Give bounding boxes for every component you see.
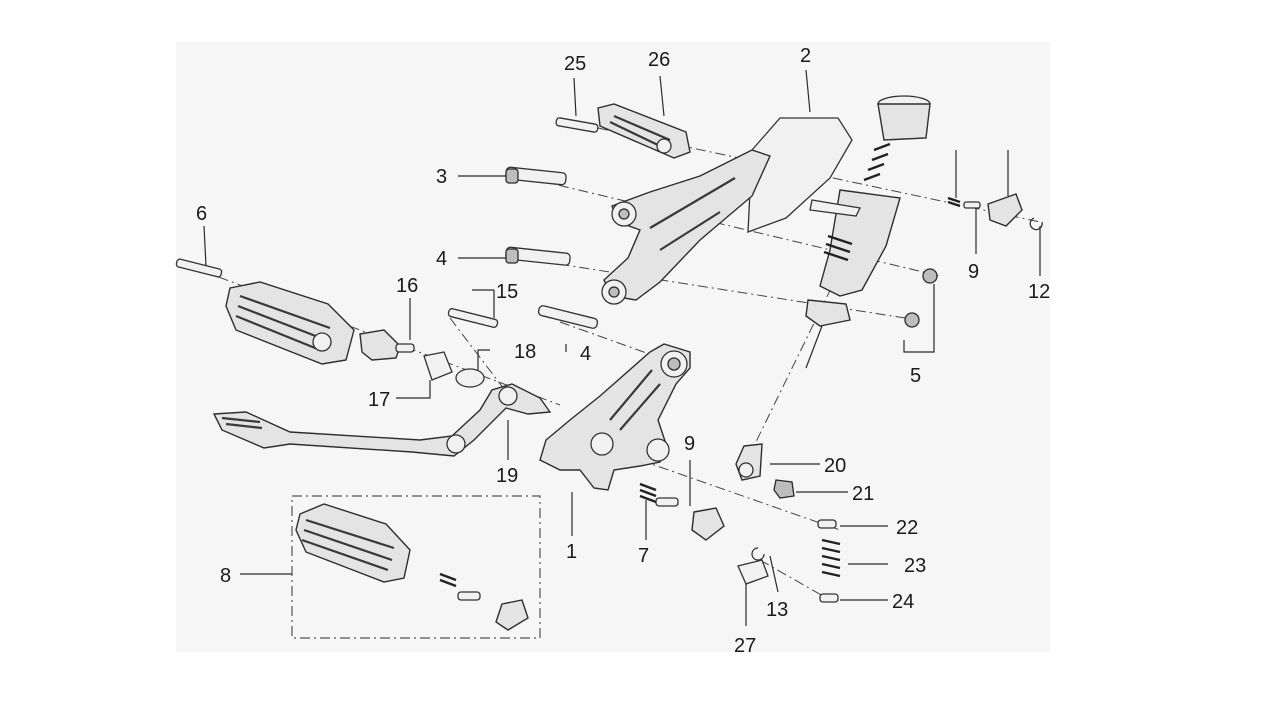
callout-21: 23 [904,555,926,577]
callout-17: 19 [496,465,518,487]
callout-12-upper: 12 [1028,281,1050,303]
part-25-footpeg [597,103,691,159]
part-2-rider-bracket [601,117,853,305]
parts-26-27-top-right [947,193,1043,231]
callout-25: 26 [648,49,670,71]
callout-24: 25 [564,53,586,75]
callout-7: 8 [220,565,231,587]
callout-9-upper: 9 [968,261,979,283]
callout-18: 20 [824,455,846,477]
callout-19: 21 [852,483,874,505]
callout-3: 3 [436,166,447,188]
callout-9-lower: 9 [684,433,695,455]
rear-master-cylinder [805,95,938,369]
left-footpeg [225,281,355,365]
bolts-3-4-upper [505,166,571,266]
part-1-lower-bracket [537,305,691,491]
parts-14-15-16 [359,308,499,388]
part-7-inset [291,495,541,639]
callout-14: 16 [396,275,418,297]
part-24-pin [555,117,599,133]
callout-15: 17 [368,389,390,411]
callout-8: 7 [638,545,649,567]
callout-20: 22 [896,517,918,539]
callout-22: 24 [892,591,914,613]
callout-16: 18 [514,341,536,363]
callout-6: 6 [196,203,207,225]
callout-23: 27 [734,635,756,657]
callout-4-upper: 4 [436,248,447,270]
callout-labels: 25 26 2 3 4 6 16 15 18 4 17 19 1 7 9 8 9… [196,45,1050,657]
parts-8-9-12 [639,482,765,561]
leader-lines [203,69,1041,626]
parts-18-23 [735,443,841,603]
callout-5: 5 [910,365,921,387]
part-6-pin [175,258,223,278]
callout-2: 2 [800,45,811,67]
callout-12-lower: 13 [766,599,788,621]
part-17-brake-pedal [212,383,552,457]
callout-13: 15 [496,281,518,303]
callout-1: 1 [566,541,577,563]
callout-4-lower: 4 [580,343,591,365]
